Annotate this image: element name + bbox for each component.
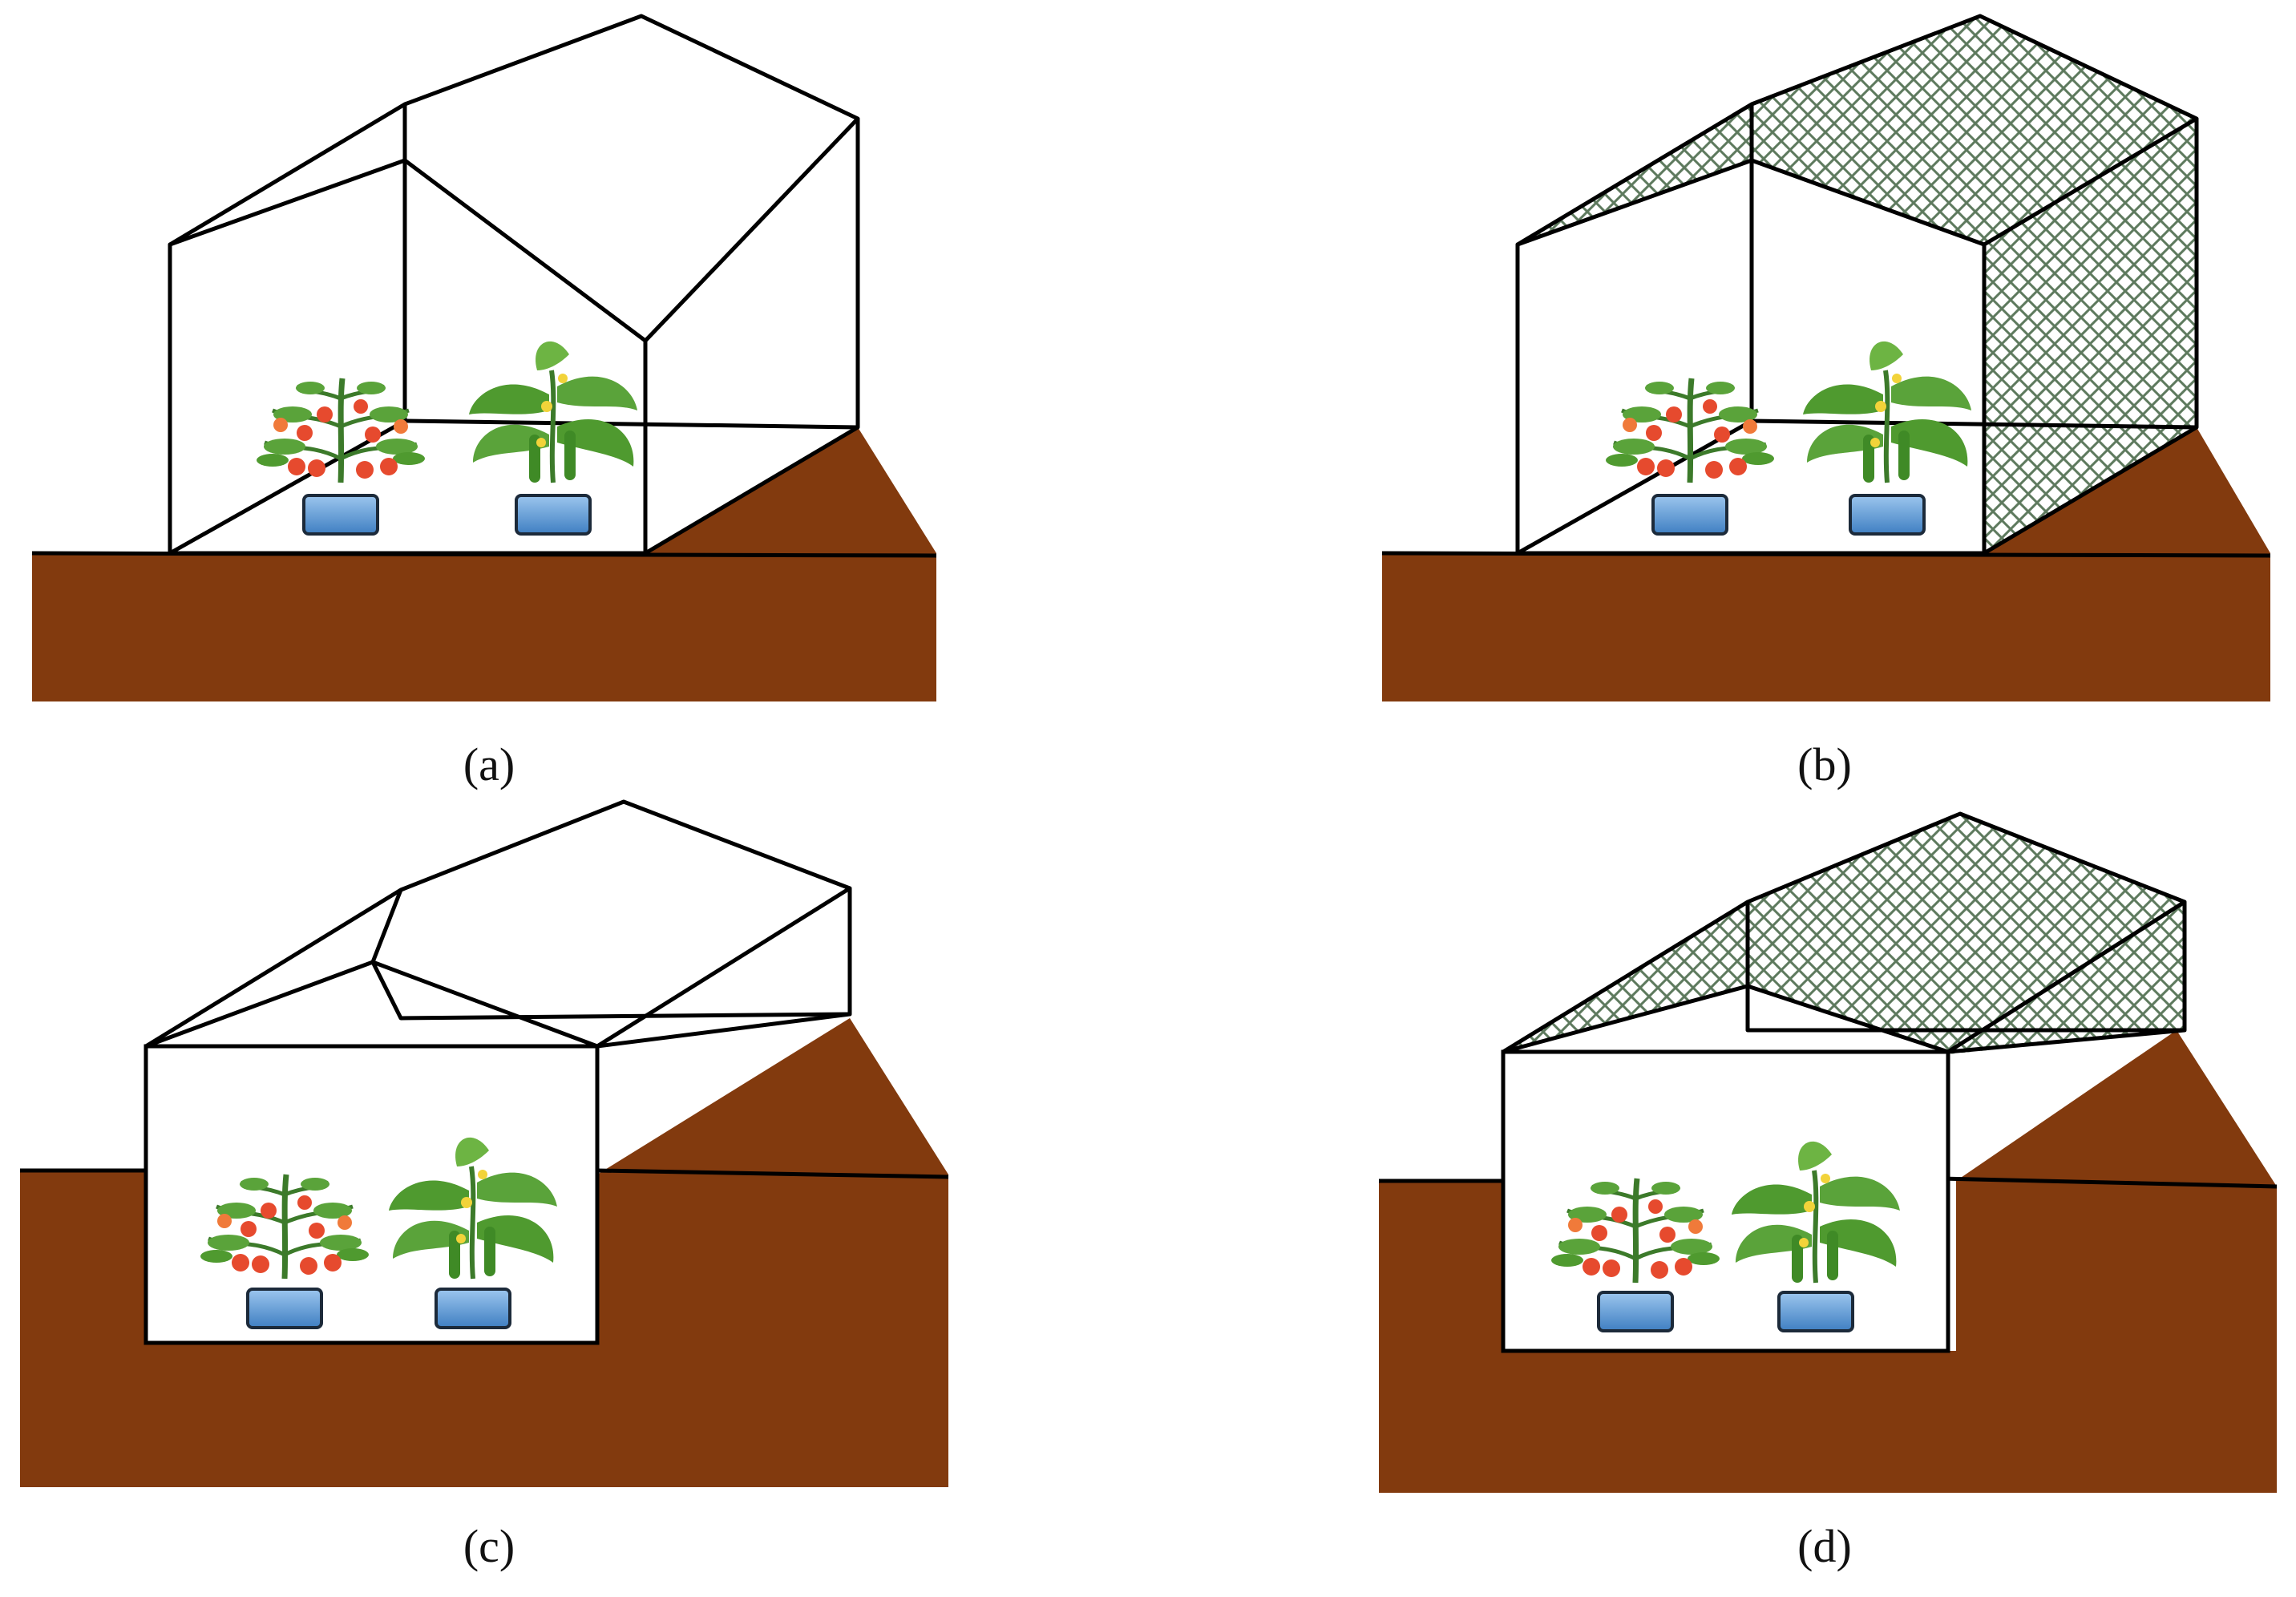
cucumber-plant (1803, 342, 1971, 483)
greenhouse-frame (1515, 14, 2199, 556)
panel-d (1379, 811, 2278, 1493)
soil-front (32, 553, 936, 701)
tomato-plant (257, 378, 425, 483)
cucumber-plant (469, 342, 637, 483)
soil-side (1984, 427, 2270, 553)
soil-side (645, 427, 936, 553)
caption-c: (c) (463, 1520, 515, 1572)
pot (1651, 494, 1728, 536)
pot (1777, 1291, 1854, 1332)
soil (1379, 1030, 2277, 1493)
greenhouse-frame (1502, 811, 2187, 1054)
tomato-plant (1606, 378, 1774, 483)
pot (515, 494, 592, 536)
panel-a (31, 14, 937, 701)
caption-a: (a) (463, 738, 515, 790)
pot (302, 494, 379, 536)
panel-b (1381, 14, 2271, 701)
net-roof-right (1748, 814, 2185, 1054)
panel-c (20, 799, 949, 1487)
net-side-wall (1984, 119, 2197, 553)
soil-front (1382, 553, 2270, 701)
pot (1849, 494, 1926, 536)
pot (435, 1288, 511, 1329)
greenhouse-frame (144, 799, 852, 1049)
caption-d: (d) (1797, 1520, 1852, 1572)
net-roof-right (1752, 16, 2197, 245)
greenhouse-frame (168, 14, 860, 556)
pot (1597, 1291, 1674, 1332)
caption-b: (b) (1797, 738, 1852, 790)
soil (20, 1018, 948, 1487)
pot (246, 1288, 323, 1329)
